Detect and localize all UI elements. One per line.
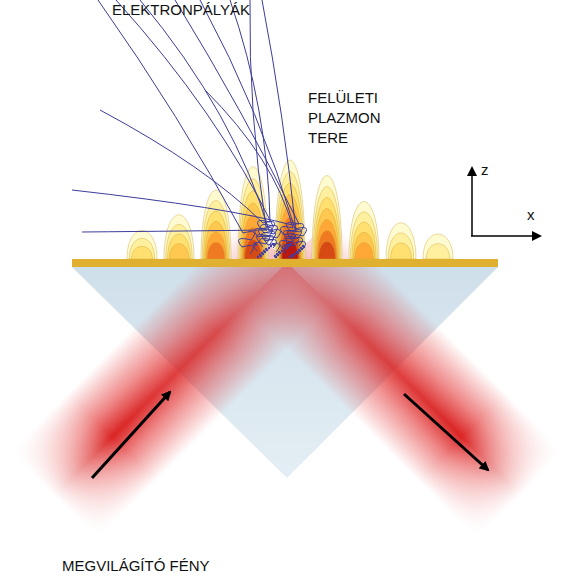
field-contour: [353, 232, 374, 259]
electron-dot: [290, 243, 292, 245]
field-contour: [317, 230, 336, 259]
axis-label: z: [481, 160, 501, 180]
electron-dot: [277, 254, 279, 256]
field-contour: [206, 232, 226, 259]
field-contour: [349, 202, 379, 259]
electron-dot: [299, 250, 301, 252]
electron-path: [98, 0, 255, 254]
field-contour: [313, 187, 341, 259]
electron-path: [72, 190, 304, 246]
electron-dot: [275, 256, 277, 258]
electron-dot: [297, 252, 299, 254]
electron-dot: [286, 247, 288, 249]
electron-dot: [294, 253, 296, 255]
electron-dot: [273, 244, 275, 246]
electron-dot: [260, 255, 262, 257]
field-contour: [169, 244, 188, 259]
field-contour: [391, 243, 412, 259]
electron-dot: [283, 248, 285, 250]
electron-dot: [274, 255, 276, 257]
gold-film: [72, 259, 498, 267]
electron-dot: [262, 253, 264, 255]
electron-path: [82, 229, 270, 251]
field-contour: [388, 233, 413, 259]
field-contour: [423, 234, 453, 259]
electron-path: [230, 0, 273, 243]
electron-dot: [300, 247, 302, 249]
field-contour: [201, 190, 231, 259]
electron-dot: [291, 254, 293, 256]
field-contour: [168, 234, 191, 259]
field-contour: [166, 224, 192, 259]
trajectory-label: ELEKTRONPÁLYÁK: [112, 0, 312, 20]
electron-dot: [278, 251, 280, 253]
axis-label: x: [527, 205, 547, 225]
x-axis: [471, 235, 540, 237]
field-contour: [312, 176, 342, 259]
electron-dot: [288, 245, 290, 247]
field-contour: [207, 242, 225, 259]
electron-dot: [259, 254, 261, 256]
electron-dot: [255, 244, 257, 246]
electron-dot: [263, 250, 265, 252]
field-contour: [352, 222, 376, 259]
electron-dot: [261, 252, 263, 254]
electron-path: [100, 110, 275, 244]
electron-path: [116, 0, 276, 247]
electron-dot: [302, 245, 304, 247]
electron-dot: [257, 256, 259, 258]
electron-dot: [285, 246, 287, 248]
electron-dot: [301, 248, 303, 250]
light-label: MEGVILÁGÍTÓ FÉNY: [62, 556, 282, 576]
field-contour: [205, 221, 228, 259]
field-contour: [314, 198, 340, 259]
electron-path: [250, 0, 278, 248]
field-contour: [164, 215, 194, 259]
incident-arrow: [92, 392, 170, 478]
electron-dot: [292, 255, 294, 257]
field-contour: [282, 241, 299, 259]
field-contour: [426, 244, 450, 259]
field-contour: [315, 209, 338, 259]
electron-dot: [303, 246, 305, 248]
electron-dot: [254, 243, 256, 245]
electron-path: [205, 90, 296, 249]
electron-dot: [279, 252, 281, 254]
electron-dot: [298, 249, 300, 251]
electron-path: [262, 0, 299, 253]
field-contour: [316, 220, 337, 259]
reflected-arrow: [404, 394, 488, 470]
z-axis: [471, 168, 473, 236]
electron-dot: [268, 247, 270, 249]
field-contour: [129, 238, 154, 259]
electron-dot: [296, 251, 298, 253]
field-contour: [355, 243, 373, 259]
field-contour: [350, 212, 377, 259]
field-contour: [319, 241, 336, 259]
electron-path: [200, 0, 307, 250]
field-contour: [204, 211, 229, 259]
electron-dot: [272, 243, 274, 245]
electron-dot: [264, 251, 266, 253]
field-contour: [127, 230, 157, 259]
electron-dot: [281, 250, 283, 252]
plasmon-field-label: FELÜLETI PLAZMON TERE: [308, 88, 390, 148]
electron-dot: [265, 248, 267, 250]
electron-dot: [270, 245, 272, 247]
electron-dot: [287, 244, 289, 246]
field-contour: [386, 223, 416, 259]
electron-trajectories: [72, 0, 307, 258]
electron-dot: [266, 249, 268, 251]
electron-dot: [289, 256, 291, 258]
field-contour: [132, 246, 153, 259]
